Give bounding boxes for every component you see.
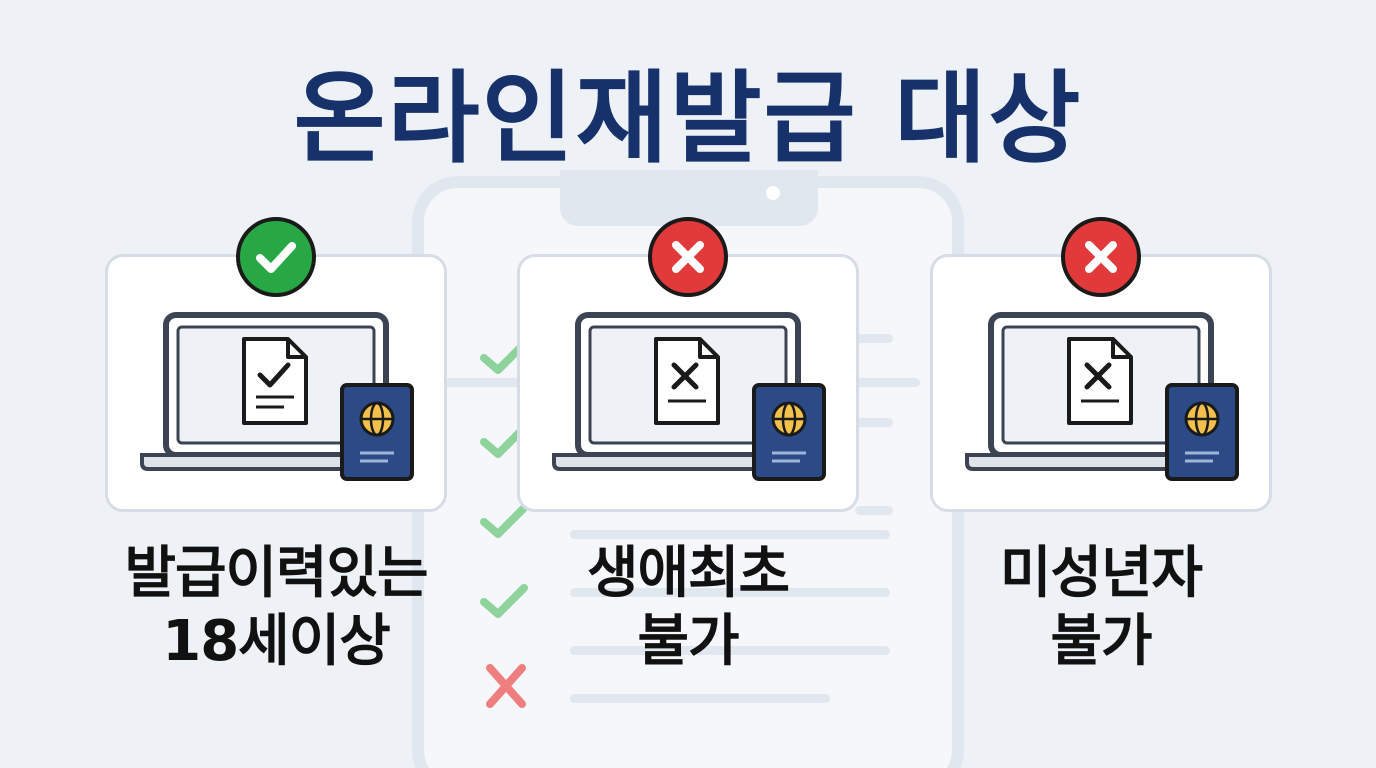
x-icon — [1085, 241, 1117, 273]
background-check-icon — [480, 504, 528, 538]
background-list-line — [570, 646, 890, 655]
document-x-icon — [1067, 337, 1133, 425]
background-list-line — [570, 588, 890, 597]
label-line-2: 불가 — [1050, 609, 1152, 674]
status-badge-allowed — [236, 217, 316, 297]
background-check-icon — [480, 424, 528, 458]
page-title: 온라인재발급 대상 — [293, 60, 1083, 177]
card-denied-minor — [930, 254, 1272, 512]
check-icon — [256, 242, 296, 273]
passport-icon — [752, 383, 826, 481]
background-phone-camera — [766, 186, 780, 200]
background-list-line — [855, 418, 893, 427]
label-line-1: 생애최초 — [586, 541, 790, 606]
label-line-2: 18세이상 — [162, 609, 391, 674]
label-line-1: 발급이력있는 — [124, 541, 428, 606]
background-list-line — [855, 506, 893, 515]
card-label-minor: 미성년자 불가 — [891, 540, 1311, 676]
x-icon — [672, 241, 704, 273]
laptop-passport-illustration — [965, 312, 1239, 481]
document-x-icon — [654, 337, 720, 425]
passport-icon — [1165, 383, 1239, 481]
card-denied-first-time — [517, 254, 859, 512]
laptop-passport-illustration — [552, 312, 826, 481]
card-allowed — [105, 254, 447, 512]
background-list-line — [570, 694, 830, 703]
background-list-line — [855, 334, 893, 343]
status-badge-denied — [1061, 217, 1141, 297]
background-list-line — [570, 530, 890, 539]
background-check-icon — [480, 340, 528, 374]
laptop-passport-illustration — [140, 312, 414, 481]
background-check-icon — [480, 584, 528, 618]
document-check-icon — [242, 337, 308, 425]
status-badge-denied — [648, 217, 728, 297]
passport-icon — [340, 383, 414, 481]
card-label-allowed: 발급이력있는 18세이상 — [66, 540, 486, 676]
label-line-2: 불가 — [637, 609, 739, 674]
background-x-icon — [486, 664, 526, 708]
card-label-first-time: 생애최초 불가 — [478, 540, 898, 676]
label-line-1: 미성년자 — [999, 541, 1203, 606]
